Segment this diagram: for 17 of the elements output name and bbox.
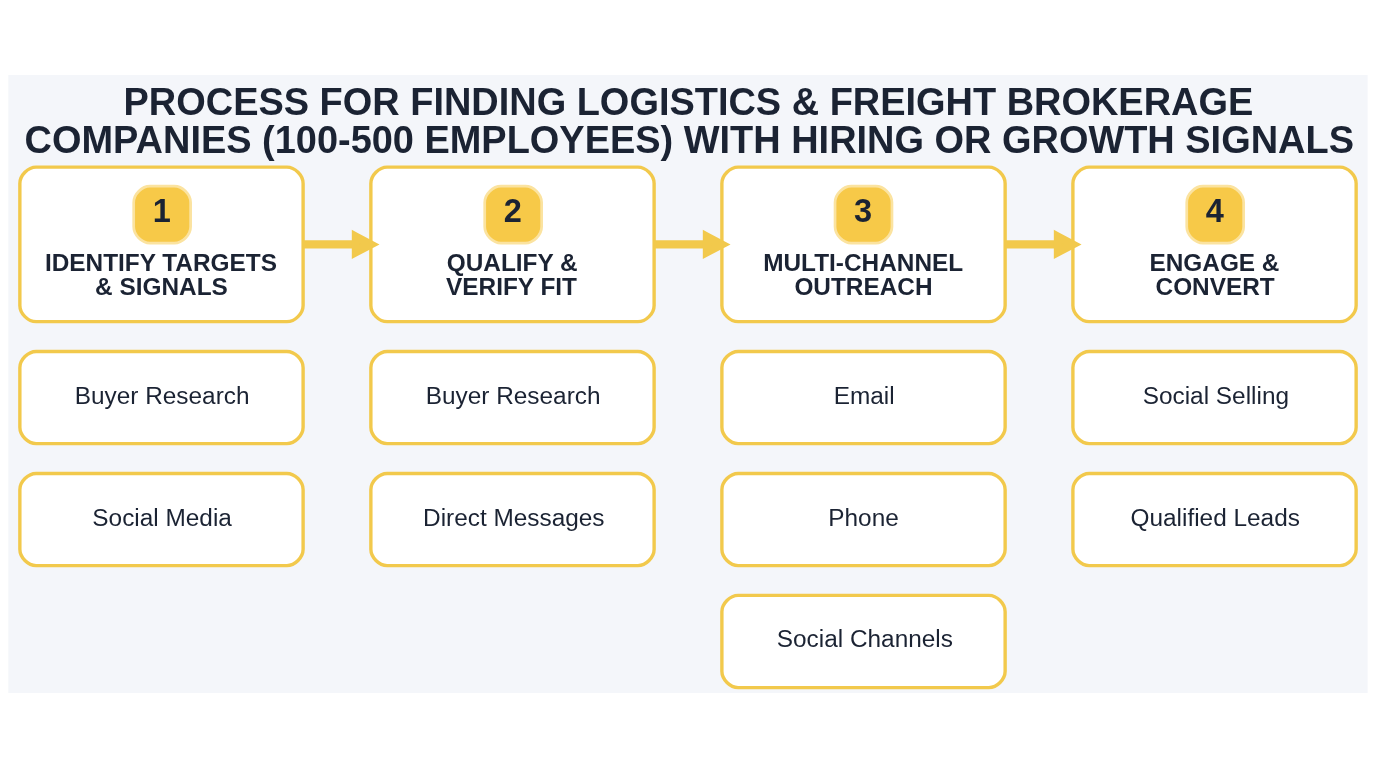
node-box: Direct Messages bbox=[369, 471, 656, 568]
node-box: 2 QUALIFY & VERIFY FIT bbox=[369, 165, 656, 324]
node-box: Buyer Research bbox=[18, 349, 305, 446]
node-box: Social Channels bbox=[720, 593, 1007, 690]
node-box: Social Selling bbox=[1071, 349, 1358, 446]
diagram-title: PROCESS FOR FINDING LOGISTICS & FREIGHT BROKERAGE COMPANIES (100-500 EMPLOYEES) WITH HIRING OR GROWTH SIGNALS bbox=[24, 80, 1354, 161]
node-box: Social Media bbox=[18, 471, 305, 568]
node-box: Buyer Research bbox=[369, 349, 656, 446]
node-box: Qualified Leads bbox=[1071, 471, 1358, 568]
node-box: 4 ENGAGE & CONVERT bbox=[1071, 165, 1358, 324]
node-box: 3 MULTI-CHANNEL OUTREACH bbox=[720, 165, 1007, 324]
arrow bbox=[1005, 229, 1082, 259]
node-box: Email bbox=[720, 349, 1007, 446]
arrow bbox=[303, 229, 380, 259]
node-box: 1 IDENTIFY TARGETS & SIGNALS bbox=[18, 165, 305, 324]
node-box: Phone bbox=[720, 471, 1007, 568]
arrow bbox=[654, 229, 731, 259]
